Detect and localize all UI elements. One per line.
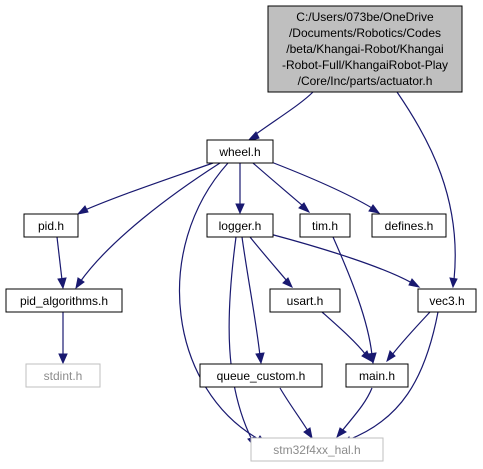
node-wheel[interactable]: wheel.h (206, 139, 274, 164)
node-defines[interactable]: defines.h (371, 213, 447, 238)
nodes-layer: C:/Users/073be/OneDrive /Documents/Robot… (5, 5, 477, 462)
edge-logger-to-vec3 (269, 233, 421, 288)
node-label-logger: logger.h (219, 219, 262, 233)
node-pid[interactable]: pid.h (23, 213, 79, 238)
node-label-defines: defines.h (385, 219, 434, 233)
edge-queue-custom-to-stm32 (279, 387, 313, 440)
edge-wheel-to-tim (252, 162, 311, 213)
root-line-1: C:/Users/073be/OneDrive (296, 10, 434, 24)
edge-logger-to-stm32 (228, 236, 256, 449)
node-label-main: main.h (359, 369, 395, 383)
edge-wheel-to-pid (76, 162, 214, 215)
node-label-usart: usart.h (287, 294, 324, 308)
edge-logger-to-usart (249, 236, 293, 288)
edge-root-to-vec3 (396, 91, 458, 289)
node-usart[interactable]: usart.h (269, 288, 341, 313)
node-label-wheel: wheel.h (218, 145, 260, 159)
edge-wheel-to-logger (235, 163, 245, 215)
node-label-vec3: vec3.h (429, 294, 464, 308)
node-stdint[interactable]: stdint.h (25, 363, 101, 388)
edge-pid-to-pid-algorithms (56, 236, 67, 290)
node-label-queue-custom: queue_custom.h (217, 369, 306, 383)
node-label-pid-algorithms: pid_algorithms.h (20, 294, 108, 308)
node-tim[interactable]: tim.h (299, 213, 351, 238)
node-actuator-root[interactable]: C:/Users/073be/OneDrive /Documents/Robot… (267, 5, 463, 93)
edge-wheel-to-pid-algorithms (75, 162, 221, 290)
edge-logger-to-queue-custom (241, 236, 265, 365)
root-line-2: /Documents/Robotics/Codes (289, 26, 441, 40)
node-label-stdint: stdint.h (44, 369, 83, 383)
node-label-tim: tim.h (312, 219, 338, 233)
root-line-4: -Robot-Full/KhangaiRobot-Play (282, 58, 448, 72)
node-logger[interactable]: logger.h (206, 213, 274, 238)
edge-vec3-to-main (386, 311, 431, 363)
edge-wheel-to-defines (265, 159, 381, 214)
root-line-5: /Core/Inc/parts/actuator.h (298, 74, 433, 88)
node-label-pid: pid.h (38, 219, 64, 233)
edge-usart-to-main (321, 311, 372, 363)
node-pid-algorithms[interactable]: pid_algorithms.h (5, 288, 123, 313)
node-main[interactable]: main.h (345, 363, 409, 388)
edge-pid-algorithms-to-stdint (58, 312, 68, 365)
edge-root-to-wheel (246, 91, 314, 142)
root-line-3: /beta/Khangai-Robot/Khangai (286, 42, 443, 56)
node-label-stm32f4xx-hal: stm32f4xx_hal.h (273, 443, 360, 457)
node-queue-custom[interactable]: queue_custom.h (199, 363, 323, 388)
node-stm32f4xx-hal[interactable]: stm32f4xx_hal.h (250, 437, 384, 462)
edge-main-to-stm32 (336, 387, 373, 439)
node-vec3[interactable]: vec3.h (417, 288, 477, 313)
